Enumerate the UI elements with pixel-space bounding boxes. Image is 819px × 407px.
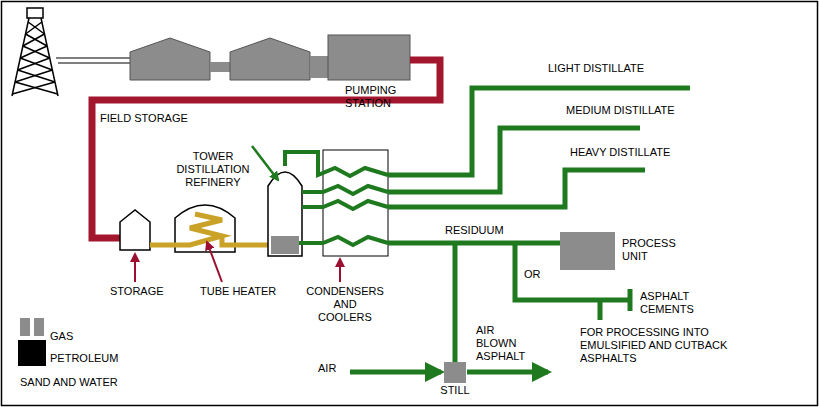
- heater-coil: [150, 214, 268, 245]
- oil-derrick: [12, 8, 58, 96]
- part-label: MEDIUM DISTILLATE: [566, 104, 675, 117]
- leader-arrow: [339, 259, 341, 282]
- pipe: [56, 58, 130, 59]
- legend-label: PETROLEUM: [50, 352, 118, 365]
- part-label: TOWER DISTILLATION REFINERY: [176, 150, 250, 189]
- part-label: RESIDUUM: [445, 224, 504, 237]
- part-label: LIGHT DISTILLATE: [548, 62, 644, 75]
- air-arrow: [350, 370, 441, 375]
- output-arrow: [467, 370, 548, 375]
- pipe: [58, 63, 130, 64]
- pumping-station: [328, 35, 410, 80]
- process-unit: PROCESS UNIT: [560, 232, 615, 270]
- node-label: PROCESS UNIT: [622, 237, 682, 263]
- part-label: STORAGE: [110, 285, 164, 298]
- part-label: PUMPING STATION: [345, 84, 405, 110]
- legend-swatch: [20, 318, 30, 336]
- part-label: HEAVY DISTILLATE: [570, 146, 670, 159]
- part-label: CONDENSERS AND COOLERS: [305, 285, 385, 324]
- storage-tank: [120, 210, 150, 250]
- legend-gas-block: [34, 318, 44, 336]
- tower-bottoms: [271, 236, 299, 254]
- leader-arrow: [134, 254, 136, 282]
- part-label: FOR PROCESSING INTO EMULSIFIED AND CUTBA…: [580, 326, 730, 365]
- legend-label: SAND AND WATER: [20, 376, 118, 389]
- part-label: TUBE HEATER: [200, 285, 276, 298]
- node-label: STILL: [430, 384, 480, 397]
- leader-arrow: [207, 242, 222, 282]
- product-lines: [388, 88, 690, 362]
- pipe-joint: [310, 56, 328, 78]
- part-label: AIR BLOWN ASPHALT: [476, 324, 534, 363]
- pointer-arrow: [252, 146, 278, 180]
- part-label: ASPHALT CEMENTS: [640, 290, 712, 316]
- legend-label: GAS: [50, 330, 73, 343]
- storage-tank: [230, 38, 310, 80]
- part-label: AIR: [318, 362, 336, 375]
- part-label: FIELD STORAGE: [100, 112, 188, 125]
- condenser-coils: [285, 152, 388, 245]
- legend-swatch: [18, 340, 46, 366]
- pipe: [210, 62, 230, 72]
- distillation-tower: [268, 172, 302, 256]
- storage-tank: [130, 38, 210, 80]
- part-label: OR: [524, 268, 541, 281]
- still: STILL: [444, 362, 466, 383]
- legend-swatch: [18, 368, 46, 373]
